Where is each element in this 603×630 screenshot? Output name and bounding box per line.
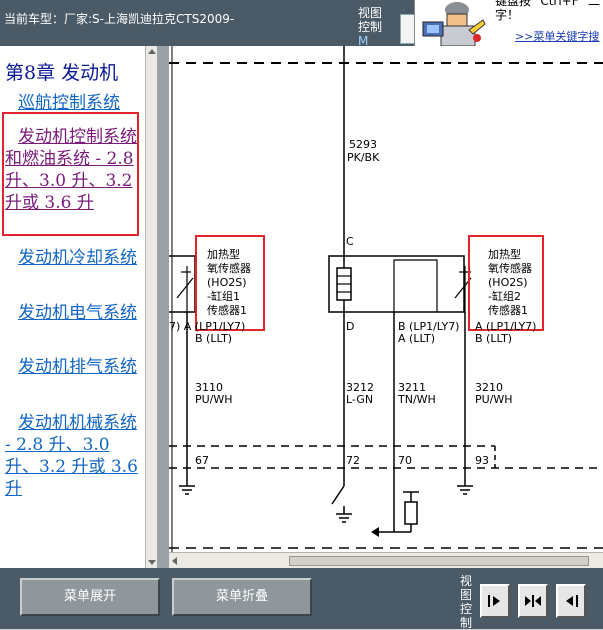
sensor1-label-line: 传感器1 (207, 304, 247, 317)
view-control-line: 视 (460, 574, 473, 588)
arrow-right-icon (488, 595, 500, 607)
sensor2-label-line: 传感器1 (488, 304, 528, 317)
view-control-line: 制 (460, 616, 473, 630)
menu-keyword-search-link[interactable]: >>菜单关键字搜 (515, 30, 600, 43)
sensor-box-partial (169, 255, 196, 313)
pin-label: C (346, 235, 354, 248)
pin-label: D (346, 320, 354, 333)
pin-label: 7) A (LP1/LY7) (169, 320, 245, 333)
wire-color-label: TN/WH (397, 393, 436, 406)
scroll-up-icon[interactable] (148, 49, 156, 54)
view-split-button[interactable] (518, 584, 548, 618)
wire-label: 3210 (475, 381, 503, 394)
hint-line: 字！ (495, 8, 520, 22)
bottom-toolbar: 菜单展开 菜单折叠 视 图 控 制 (0, 568, 603, 630)
wiring-diagram-panel: 5293 PK/BK C D 加热型 氧传感器 (HO2S) -缸组1 传感器1… (169, 46, 603, 552)
toc-item-engine-mechanical[interactable]: 发动机机械系统 - 2.8 升、3.0 升、3.2 升或 3.6 升 (5, 413, 138, 499)
view-control-label: 视 图 控 制 (460, 574, 474, 630)
top-bar: 当前车型：厂家:S-上海凯迪拉克CTS2009- 视图 控制 M 键盘按 "Ct… (0, 0, 603, 48)
sensor2-label-line: 氧传感器 (488, 261, 532, 275)
wire-color-label: PK/BK (347, 151, 380, 164)
hint-line: 键盘按 "Ctrl+F" 二 (495, 0, 600, 8)
connector-pin-number: 72 (346, 454, 360, 467)
sensor2-label-line: 加热型 (488, 247, 521, 261)
pin-label: B (LLT) (195, 332, 232, 345)
wiring-diagram: 5293 PK/BK C D 加热型 氧传感器 (HO2S) -缸组1 传感器1… (169, 46, 603, 552)
arrow-left-icon (566, 595, 578, 607)
connector-pin-number: 93 (475, 454, 489, 467)
ground-icon (457, 485, 473, 495)
current-car-model: 当前车型：厂家:S-上海凯迪拉克CTS2009- (4, 12, 235, 26)
sensor1-label-line: -缸组1 (207, 289, 240, 303)
heater-box (328, 255, 465, 313)
wire-label: 5293 (349, 138, 377, 151)
toc-item-engine-electrical[interactable]: 发动机电气系统 (18, 303, 137, 323)
diagram-horizontal-scrollbar[interactable] (169, 552, 603, 569)
ground-icon (336, 513, 352, 523)
toc-item-engine-control-fuel[interactable]: 发动机控制系统和燃油系统 - 2.8 升、3.0 升、3.2 升或 3.6 升 (5, 127, 137, 213)
toc-highlight-box (2, 112, 139, 236)
sensor-switch (176, 277, 194, 299)
toc-item-engine-exhaust[interactable]: 发动机排气系统 (18, 357, 137, 377)
connector-pin-number: 70 (398, 454, 412, 467)
view-right-button[interactable] (480, 584, 510, 618)
wire-label: 3110 (195, 381, 223, 394)
search-hint-panel: 键盘按 "Ctrl+F" 二 字！ >>菜单关键字搜 (414, 0, 603, 46)
scroll-down-icon[interactable] (148, 560, 156, 565)
view-control-line: 视图 (358, 6, 383, 20)
view-control-line: M (358, 34, 369, 48)
view-left-button[interactable] (556, 584, 586, 618)
wire-color-label: PU/WH (475, 393, 513, 406)
wire-label: 3211 (398, 381, 426, 394)
panel-splitter[interactable] (157, 46, 169, 568)
sensor1-label-line: 氧传感器 (207, 261, 251, 275)
ground-icon (179, 485, 195, 495)
toc-item-cruise-control[interactable]: 巡航控制系统 (18, 93, 120, 113)
pin-label: A (LP1/LY7) (475, 320, 536, 333)
menu-collapse-button[interactable]: 菜单折叠 (172, 578, 312, 616)
sidebar-scrollbar[interactable] (145, 46, 158, 568)
sensor1-highlight-box (195, 235, 265, 331)
chapter-title: 第8章 发动机 (5, 62, 119, 84)
connector-pin-number: 67 (195, 454, 209, 467)
toc-item-engine-cooling[interactable]: 发动机冷却系统 (18, 248, 137, 268)
mechanic-figure-icon (422, 2, 486, 46)
sensor2-highlight-box (468, 235, 544, 331)
sensor1-label-line: (HO2S) (207, 276, 247, 289)
view-control-line: 控 (460, 602, 473, 616)
signal-arrow-icon (371, 527, 379, 537)
pin-label: B (LP1/LY7) (398, 320, 459, 333)
menu-expand-button[interactable]: 菜单展开 (20, 578, 160, 616)
wire-color-label: L-GN (346, 393, 373, 406)
wire-label: 3212 (346, 381, 374, 394)
view-control-label: 视图 控制 M (358, 6, 386, 48)
switch-contact (331, 485, 345, 505)
split-arrows-icon (525, 595, 541, 607)
toc-sidebar: 第8章 发动机 巡航控制系统 发动机控制系统和燃油系统 - 2.8 升、3.0 … (0, 46, 145, 568)
sensor1-label-line: 加热型 (207, 247, 240, 261)
pin-label: B (LLT) (475, 332, 512, 345)
sensor2-label-line: -缸组2 (488, 289, 521, 303)
view-control-line: 控制 (358, 20, 383, 34)
resistor-icon (404, 501, 418, 525)
sensor2-label-line: (HO2S) (488, 276, 528, 289)
search-hint-text: 键盘按 "Ctrl+F" 二 字！ (495, 0, 600, 22)
pin-label: A (LLT) (398, 332, 435, 345)
view-control-line: 图 (460, 588, 473, 602)
wire-color-label: PU/WH (195, 393, 233, 406)
sensor-signal-loop (393, 259, 438, 312)
scroll-thumb[interactable] (289, 556, 589, 566)
scroll-left-icon[interactable] (172, 557, 177, 565)
